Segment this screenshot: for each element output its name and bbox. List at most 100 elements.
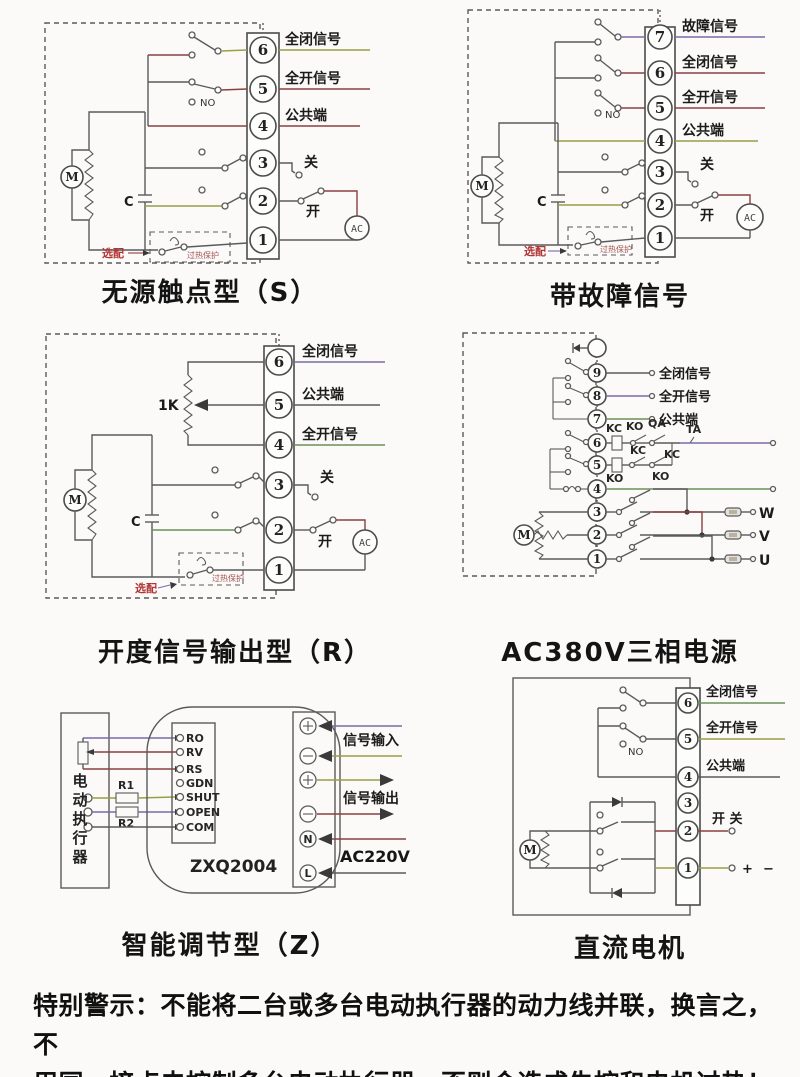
caption-position-output: 开度信号输出型（R） [97, 638, 373, 668]
svg-text:RO: RO [186, 732, 204, 745]
svg-text:全开信号: 全开信号 [681, 89, 738, 106]
signal-labels: 故障信号 全闭信号 全开信号 公共端 [675, 18, 765, 142]
svg-text:5: 5 [593, 458, 601, 472]
svg-text:TA: TA [686, 423, 702, 436]
caption-intelligent: 智能调节型（Z） [121, 931, 339, 961]
svg-text:公共端: 公共端 [659, 412, 698, 428]
svg-text:M: M [475, 179, 488, 193]
svg-text:开: 开 [700, 208, 714, 224]
svg-text:1: 1 [274, 561, 284, 579]
signal-labels: 全闭信号 全开信号 公共端 开 关 + − [698, 684, 785, 877]
actuator-label: 电动执行器 [72, 772, 88, 866]
svg-text:全开信号: 全开信号 [658, 389, 711, 405]
svg-text:KO: KO [626, 420, 643, 433]
pot-value: 1K [158, 398, 180, 414]
label-common: 公共端 [285, 107, 327, 124]
bridge-switches [545, 797, 676, 898]
svg-text:KC: KC [606, 422, 622, 435]
svg-text:RS: RS [186, 763, 202, 776]
ac220v-label: AC220V [340, 847, 411, 866]
label-open: 开 [306, 204, 320, 220]
port-block: RO RV RS GDN SHUT OPEN COM [171, 722, 220, 844]
svg-text:3: 3 [655, 163, 665, 181]
svg-text:选配: 选配 [135, 581, 157, 595]
label-no: NO [200, 98, 215, 109]
motor-symbol: M [513, 511, 588, 560]
thermal-protection: 过热保护 选配 [102, 231, 248, 263]
minus-terminal-icon [299, 747, 317, 765]
svg-text:全开信号: 全开信号 [301, 426, 358, 443]
optional-label: 选配 [102, 246, 124, 260]
direction-switches [211, 466, 265, 534]
svg-text:1: 1 [684, 861, 692, 875]
diagram-intelligent-regulator: R1 R2 RO RV RS GDN SHUT OPEN COM ZXQ2004… [60, 706, 411, 894]
motor-symbol: M C [470, 122, 622, 246]
close-switch: 关 [675, 156, 714, 188]
signal-output-label: 信号输出 [343, 790, 399, 807]
thermal-label: 过热保护 [187, 250, 219, 260]
signal-labels: 全闭信号 公共端 全开信号 [294, 343, 385, 446]
signal-labels: 全闭信号 全开信号 公共端 [279, 31, 370, 127]
svg-text:COM: COM [186, 821, 214, 834]
terminal-strip: 7 6 5 4 3 2 1 [644, 24, 676, 258]
phase-row4 [606, 485, 777, 493]
diagram-dc-motor: 6 5 4 3 2 1 全闭信号 全开信号 公共端 开 关 + − NO M [512, 677, 785, 916]
io-wires: 信号输入 信号输出 AC220V [317, 720, 411, 879]
svg-text:6: 6 [593, 436, 601, 450]
phase-switches [606, 488, 725, 563]
terminal-number: 2 [258, 192, 268, 210]
io-terminal-column: N L [292, 711, 336, 888]
thermal-protection: 过热保护 选配 [524, 226, 646, 258]
module-outline [146, 706, 341, 894]
svg-text:7: 7 [655, 28, 665, 46]
svg-text:QA: QA [648, 417, 666, 430]
label-close: 关 [304, 154, 318, 171]
special-warning: 特别警示：不能将二台或多台电动执行器的动力线并联，换言之，不 用同一接点去控制多… [33, 986, 778, 1077]
selector-switches [549, 357, 590, 493]
diagram-passive-contact: 6 5 4 3 2 1 全闭信号 全开信号 公共端 关 开 AC NO M [44, 22, 370, 264]
motor-symbol: M C [60, 111, 222, 251]
svg-text:全闭信号: 全闭信号 [681, 54, 738, 71]
dc-minus: − [763, 862, 774, 877]
svg-text:C: C [131, 515, 141, 530]
capacitor-label: C [124, 195, 134, 210]
svg-text:5: 5 [684, 732, 692, 746]
actuator-box [60, 712, 110, 889]
resistor-r2: R2 [118, 817, 134, 830]
feedback-pot [77, 735, 183, 772]
actuator-contacts: R1 R2 [83, 779, 183, 832]
svg-text:M: M [517, 528, 530, 542]
enclosure-dashed-border [45, 333, 277, 599]
svg-text:选配: 选配 [524, 244, 546, 258]
open-switch-ac: 开 AC [279, 187, 370, 241]
svg-text:公共端: 公共端 [682, 122, 724, 139]
motor-symbol: M C [63, 434, 238, 578]
signal-input-label: 信号输入 [343, 732, 399, 749]
diagram-position-output: 6 5 4 3 2 1 全闭信号 公共端 全开信号 1K 关 开 AC M [45, 333, 385, 599]
enclosure-dashed-border [467, 9, 659, 264]
label-fully-open: 全开信号 [284, 70, 341, 87]
svg-text:全开信号: 全开信号 [705, 720, 758, 736]
terminal-number: 1 [258, 231, 268, 249]
svg-text:3: 3 [684, 796, 692, 810]
svg-text:5: 5 [274, 396, 284, 414]
terminal-strip: 6 5 4 3 2 1 [263, 345, 295, 591]
potentiometer: 1K [158, 361, 264, 446]
relay-row5: KO KC KO [606, 444, 672, 485]
thermal-protection: 过热保护 选配 [135, 552, 264, 595]
svg-text:过热保护: 过热保护 [600, 244, 632, 254]
diagram-fault-signal: 7 6 5 4 3 2 1 故障信号 全闭信号 全开信号 公共端 关 开 AC … [467, 9, 765, 264]
terminal-strip: 6 5 4 3 2 1 [675, 687, 701, 906]
svg-text:6: 6 [684, 696, 692, 710]
svg-text:C: C [537, 195, 547, 210]
enclosure-dashed-border [462, 332, 597, 577]
svg-text:4: 4 [593, 482, 601, 496]
terminal-strip: 6 5 4 3 2 1 [246, 32, 280, 260]
ground-symbol [572, 338, 607, 358]
svg-text:GDN: GDN [186, 777, 213, 790]
svg-text:6: 6 [655, 64, 665, 82]
label-no: NO [628, 747, 643, 758]
svg-text:3: 3 [593, 505, 601, 519]
phase-v: V [759, 529, 770, 545]
